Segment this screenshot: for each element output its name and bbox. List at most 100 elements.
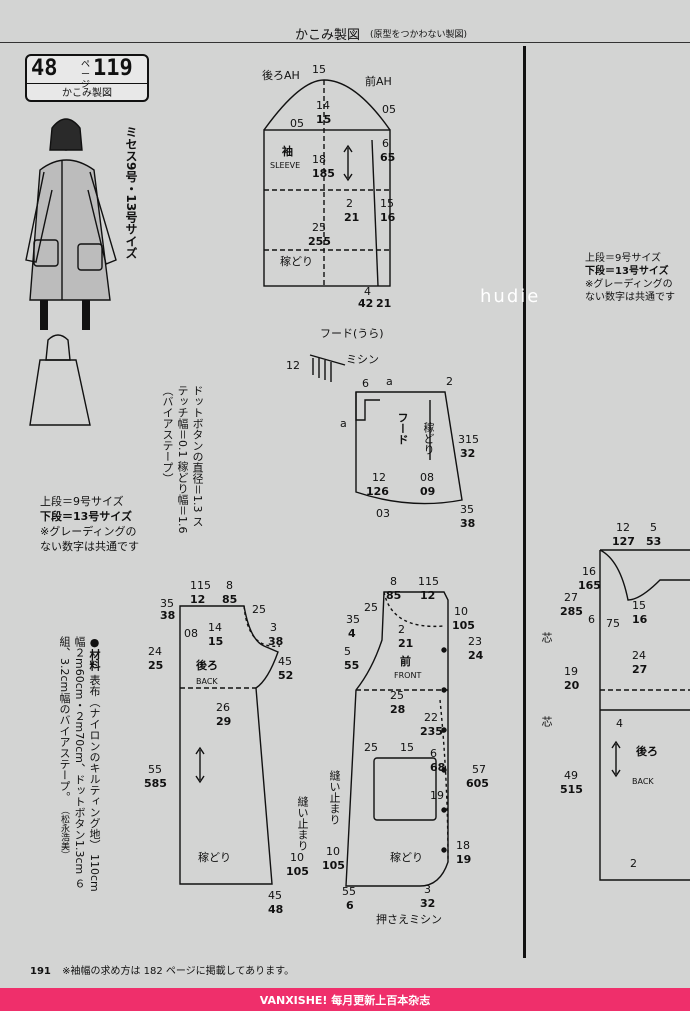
back-dim: 25	[148, 659, 164, 672]
size-note-line: 下段＝13号サイズ	[40, 510, 132, 523]
sleeve-name: 袖	[282, 145, 293, 158]
back-right-dim: 49	[564, 769, 578, 782]
front-dim: 6	[430, 747, 437, 760]
hood-stitch-label: ミシン	[346, 353, 379, 366]
front-dim: 15	[400, 741, 414, 754]
reference-page-unit: ページ	[81, 60, 91, 90]
back-dim: 38	[160, 609, 176, 622]
sleeve-label-front-ah: 前AH	[365, 75, 392, 88]
back-dim: 45	[278, 655, 292, 668]
back-right-dim: 27	[564, 591, 578, 604]
header-rule	[0, 42, 690, 43]
hood-dim: 03	[376, 507, 390, 520]
front-dim: 2	[398, 623, 405, 636]
materials-line: （松永浩美）	[59, 805, 69, 860]
front-dim: 21	[398, 637, 414, 650]
header-subtitle: (原型をつかわない製図)	[370, 30, 468, 40]
front-dim: 22	[424, 711, 438, 724]
sleeve-dim: 21	[376, 297, 392, 310]
back-right-dim: 16	[632, 613, 648, 626]
back-dim: 15	[208, 635, 224, 648]
sleeve-dim: 15	[316, 113, 332, 126]
reference-label: かこみ製図	[27, 83, 147, 99]
back-dim: 38	[268, 635, 284, 648]
hood-dim: 12	[286, 359, 300, 372]
back-dim: 24	[148, 645, 162, 658]
watermark: hudie	[480, 286, 541, 307]
back-right-dim: 15	[632, 599, 646, 612]
back-right-dim: 515	[560, 783, 583, 796]
back-right-dim: 19	[564, 665, 578, 678]
button-note-line: （バイアステープ）	[161, 385, 174, 484]
interfacing-label: 芯	[540, 632, 553, 643]
front-stitch-label: 押さえミシン	[376, 913, 442, 926]
hood-dim: 08	[420, 471, 434, 484]
sleeve-dim: 6	[382, 137, 389, 150]
reference-number-right: 119	[93, 56, 133, 81]
size-note-line: 上段＝9号サイズ	[40, 495, 124, 508]
footer-bar	[0, 988, 690, 1011]
back-dim: 8	[226, 579, 233, 592]
front-dim: 6	[346, 899, 354, 912]
front-dim: 105	[322, 859, 345, 872]
sleeve-dim: 25	[312, 221, 326, 234]
sleeve-dim: 05	[290, 117, 304, 130]
back-right-dim: 16	[582, 565, 596, 578]
hood-name: フード	[396, 412, 409, 445]
front-name-en: FRONT	[394, 671, 422, 680]
front-dim: 4	[348, 627, 356, 640]
back-dim: 26	[216, 701, 230, 714]
back-dim: 85	[222, 593, 238, 606]
back-view-illustration-icon	[29, 334, 91, 426]
back-hem-label: 稼どり	[198, 851, 231, 864]
reference-number-left: 48	[31, 56, 58, 81]
front-dim: 55	[344, 659, 360, 672]
front-dim: 25	[390, 689, 404, 702]
hood-dim: 315	[458, 433, 479, 446]
front-dim: 28	[390, 703, 406, 716]
footer-text: VANXISHE! 每月更新上百本杂志	[259, 994, 431, 1007]
back-right-dim: 75	[606, 617, 620, 630]
back-stop-label: 縫い止まり	[296, 796, 309, 851]
back-right-dim: 165	[578, 579, 601, 592]
model-illustration-icon	[25, 118, 117, 330]
hood-dim: 38	[460, 517, 476, 530]
column-divider	[523, 46, 526, 958]
header-title: かこみ製図	[295, 28, 361, 43]
back-right-dim: 5	[650, 521, 657, 534]
back-dim: 52	[278, 669, 294, 682]
materials: ●材料 表布（ナイロンのキルティング地） 110cm幅２m60cm・２m70cm…	[56, 636, 102, 896]
front-dim: 115	[418, 575, 439, 588]
front-dim: 3	[424, 883, 431, 896]
back-right-dim: 20	[564, 679, 580, 692]
back-dim: 25	[252, 603, 266, 616]
size-note-line: ない数字は共通です	[40, 540, 139, 553]
back-name-en: BACK	[196, 677, 218, 686]
hood-piece	[309, 354, 463, 505]
back-dim: 10	[290, 851, 304, 864]
front-dim: 12	[420, 589, 436, 602]
size-note-line: 下段＝13号サイズ	[585, 266, 669, 277]
sleeve-dim: 21	[344, 211, 360, 224]
back-dim: 35	[160, 597, 174, 610]
front-dim: 19	[430, 789, 444, 802]
page-number: 191	[30, 966, 51, 977]
materials-line: 表布（ナイロンのキルティング地）	[88, 674, 101, 851]
back-right-dim: 24	[632, 649, 646, 662]
button-note-line: ステッチ幅＝0.1	[176, 385, 204, 527]
back-right-piece	[599, 549, 690, 881]
materials-line: ６組、3.2cm幅のバイアステープ。	[58, 636, 86, 889]
sleeve-dim: 65	[380, 151, 396, 164]
size-note-line: ※グレーディングの	[585, 279, 673, 290]
size-note-line: ない数字は共通です	[585, 292, 675, 303]
hood-dim: 32	[460, 447, 476, 460]
back-dim: 585	[144, 777, 167, 790]
back-dim: 115	[190, 579, 211, 592]
front-dim: 25	[364, 601, 378, 614]
back-right-dim: 6	[588, 613, 595, 626]
size-title: ミセス9号・13号サイズ	[124, 126, 138, 260]
sleeve-name-en: SLEEVE	[270, 161, 301, 170]
front-dim: 85	[386, 589, 402, 602]
hood-dim: 2	[446, 375, 453, 388]
